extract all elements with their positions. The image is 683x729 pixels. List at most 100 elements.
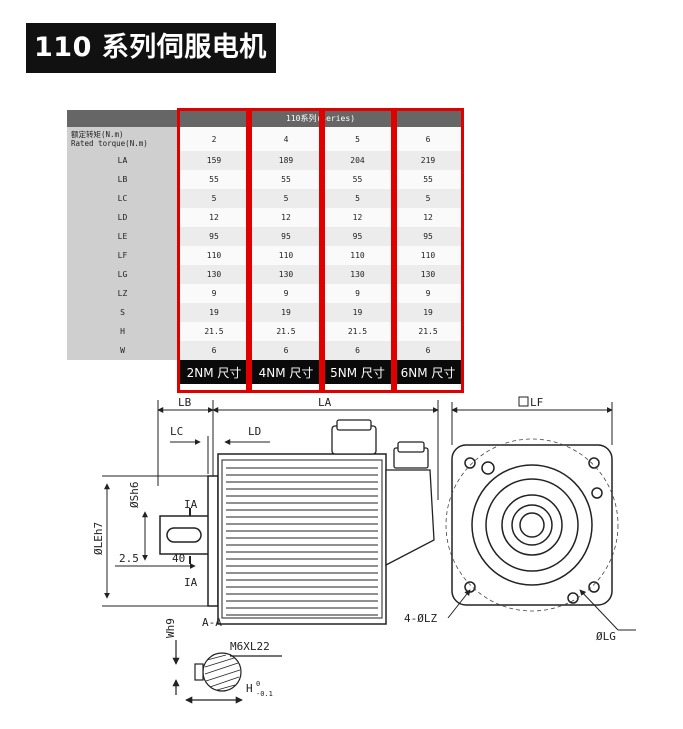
table-cell: 4 bbox=[250, 127, 322, 151]
h-label: H bbox=[246, 682, 253, 695]
table-cell: 110 bbox=[250, 246, 322, 265]
lz-label: 4-ØLZ bbox=[404, 612, 437, 625]
square-symbol-icon bbox=[518, 396, 529, 407]
s-label: ØSh6 bbox=[128, 482, 141, 509]
table-cell: 110 bbox=[393, 246, 464, 265]
table-cell: 2 bbox=[178, 127, 250, 151]
table-cell: 6 bbox=[250, 341, 322, 360]
motor-connectors bbox=[331, 419, 435, 567]
size-blank bbox=[67, 360, 178, 384]
param-label: LZ bbox=[67, 284, 178, 303]
table-cell: 12 bbox=[393, 208, 464, 227]
table-cell: 219 bbox=[393, 151, 464, 170]
lf-label: LF bbox=[530, 396, 543, 409]
table-cell: 21.5 bbox=[322, 322, 393, 341]
ia-bottom-label: IA bbox=[184, 576, 198, 589]
table-cell: 5 bbox=[178, 189, 250, 208]
table-cell: 21.5 bbox=[393, 322, 464, 341]
param-label: S bbox=[67, 303, 178, 322]
table-cell: 130 bbox=[322, 265, 393, 284]
size-label-4nm: 4NM 尺寸 bbox=[250, 360, 322, 384]
table-cell: 12 bbox=[322, 208, 393, 227]
table-cell: 204 bbox=[322, 151, 393, 170]
torque-label-cn: 额定转矩(N.m) bbox=[71, 130, 124, 139]
table-cell: 5 bbox=[322, 127, 393, 151]
table-cell: 5 bbox=[322, 189, 393, 208]
table-cell: 5 bbox=[250, 189, 322, 208]
table-cell: 19 bbox=[178, 303, 250, 322]
h-tolerance-lower: -0.1 bbox=[256, 690, 273, 698]
param-label: LF bbox=[67, 246, 178, 265]
table-cell: 6 bbox=[393, 341, 464, 360]
table-cell: 5 bbox=[393, 189, 464, 208]
lb-label: LB bbox=[178, 396, 192, 409]
motor-drawing: LB LA LC LD LF ØSh6 ØLEh7 IA IA 2.5 40 A… bbox=[92, 396, 636, 704]
param-label: LD bbox=[67, 208, 178, 227]
table-cell: 55 bbox=[250, 170, 322, 189]
param-label: LA bbox=[67, 151, 178, 170]
table-cell: 19 bbox=[393, 303, 464, 322]
param-label: LG bbox=[67, 265, 178, 284]
table-cell: 6 bbox=[178, 341, 250, 360]
ia-top-label: IA bbox=[184, 498, 198, 511]
size-label-6nm: 6NM 尺寸 bbox=[393, 360, 464, 384]
table-cell: 110 bbox=[178, 246, 250, 265]
table-cell: 12 bbox=[178, 208, 250, 227]
la-label: LA bbox=[318, 396, 332, 409]
table-header-row: 110系列(series) bbox=[67, 110, 464, 127]
section-aa-label: A-A bbox=[202, 616, 222, 629]
series-header: 110系列(series) bbox=[178, 110, 464, 127]
le-label: ØLEh7 bbox=[92, 522, 105, 555]
motor-body bbox=[217, 453, 387, 625]
table-cell: 95 bbox=[322, 227, 393, 246]
param-label: H bbox=[67, 322, 178, 341]
table-cell: 110 bbox=[322, 246, 393, 265]
torque-label: 额定转矩(N.m) Rated torque(N.m) bbox=[67, 127, 178, 151]
table-cell: 55 bbox=[178, 170, 250, 189]
lz-leader bbox=[447, 589, 471, 619]
param-label: LE bbox=[67, 227, 178, 246]
table-cell: 130 bbox=[250, 265, 322, 284]
param-label: W bbox=[67, 341, 178, 360]
table-cell: 12 bbox=[250, 208, 322, 227]
ld-label: LD bbox=[248, 425, 261, 438]
table-cell: 21.5 bbox=[250, 322, 322, 341]
spec-table: 110系列(series) 额定转矩(N.m) Rated torque(N.m… bbox=[67, 110, 464, 384]
motor-end-view bbox=[451, 444, 613, 606]
param-label: LC bbox=[67, 189, 178, 208]
lg-label: ØLG bbox=[596, 630, 616, 643]
param-label: LB bbox=[67, 170, 178, 189]
table-cell: 9 bbox=[393, 284, 464, 303]
table-cell: 9 bbox=[250, 284, 322, 303]
lc-label: LC bbox=[170, 425, 183, 438]
lg-leader bbox=[579, 589, 619, 631]
table-cell: 6 bbox=[393, 127, 464, 151]
table-cell: 95 bbox=[393, 227, 464, 246]
table-cell: 159 bbox=[178, 151, 250, 170]
table-cell: 189 bbox=[250, 151, 322, 170]
table-cell: 6 bbox=[322, 341, 393, 360]
table-cell: 9 bbox=[178, 284, 250, 303]
torque-label-en: Rated torque(N.m) bbox=[71, 139, 148, 148]
table-cell: 19 bbox=[250, 303, 322, 322]
m6-label: M6XL22 bbox=[230, 640, 270, 653]
table-cell: 130 bbox=[393, 265, 464, 284]
h-tolerance-upper: 0 bbox=[256, 680, 260, 688]
bolt-circle bbox=[445, 438, 619, 612]
table-cell: 21.5 bbox=[178, 322, 250, 341]
table-cell: 95 bbox=[178, 227, 250, 246]
table-row: 额定转矩(N.m) Rated torque(N.m) 2 4 5 6 bbox=[67, 127, 464, 151]
table-cell: 9 bbox=[322, 284, 393, 303]
cooling-fins bbox=[226, 467, 378, 616]
w-label: Wh9 bbox=[164, 618, 177, 638]
